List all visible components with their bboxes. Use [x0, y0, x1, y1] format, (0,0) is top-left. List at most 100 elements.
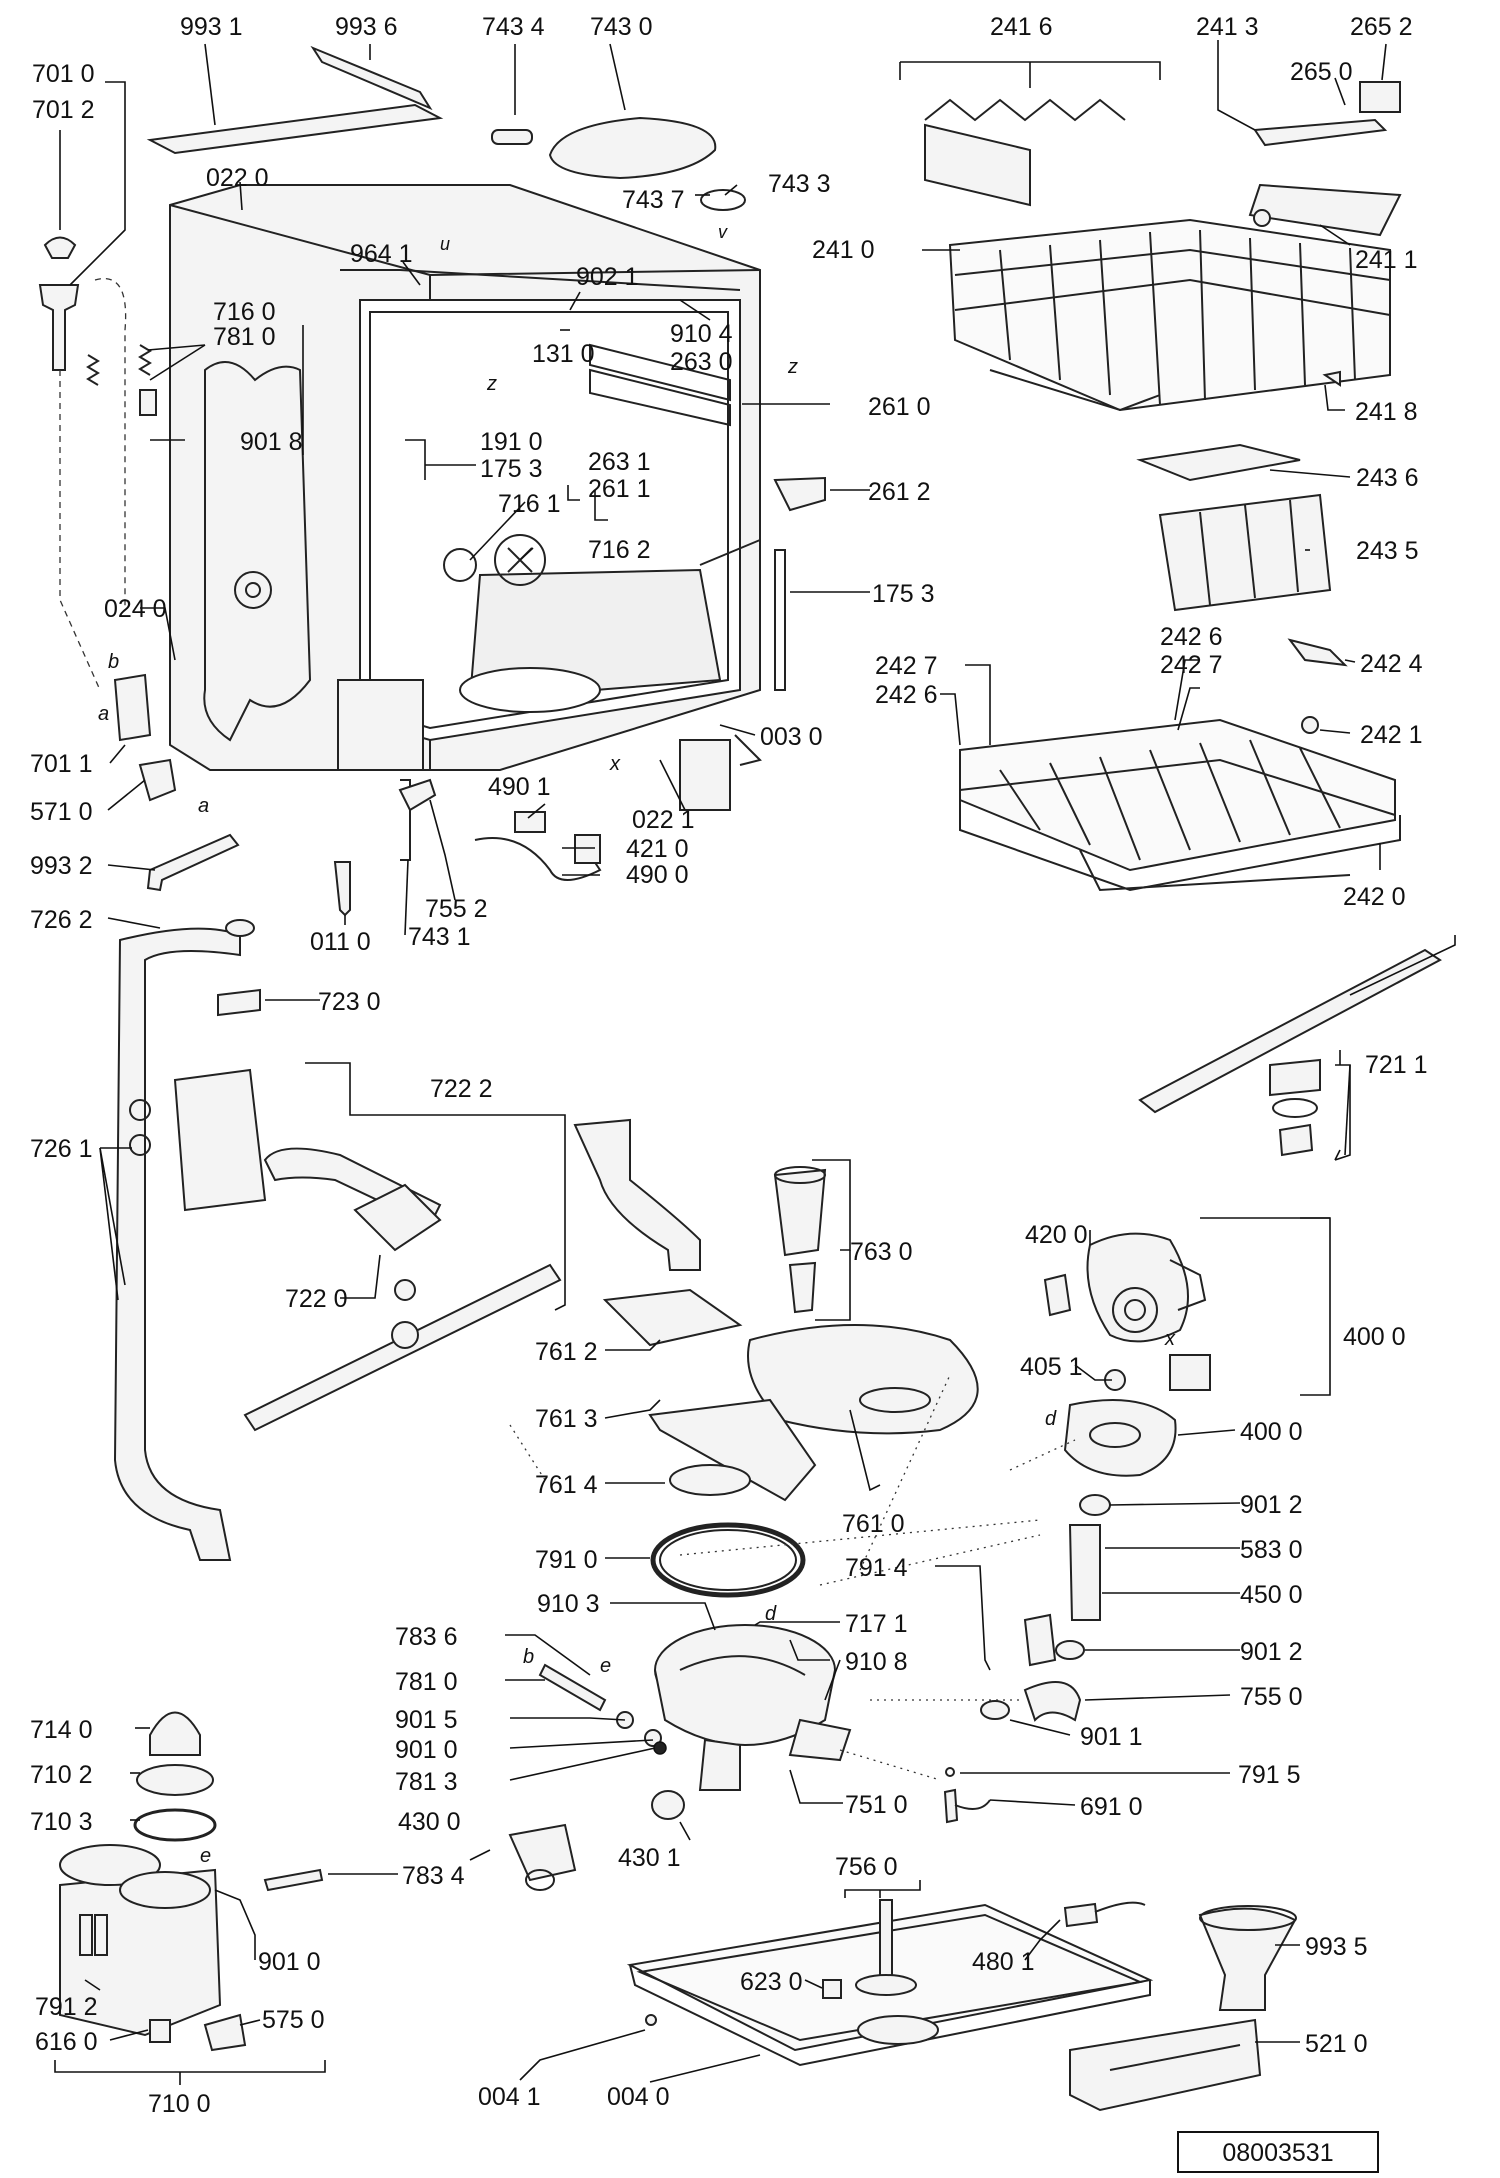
basket-hooks-part: [924, 98, 1126, 122]
lower-basket: [959, 718, 1401, 892]
label-011-0: 011 0: [310, 928, 371, 956]
label-714-0: 714 0: [30, 1716, 93, 1744]
label-791-5: 791 5: [1238, 1761, 1301, 1789]
top-cover-part: [548, 116, 717, 180]
sump: [654, 1624, 852, 1791]
label-623-0: 623 0: [740, 1968, 803, 1996]
upper-basket: [948, 218, 1391, 412]
label-993-6: 993 6: [335, 13, 398, 41]
label-781-0: 781 0: [213, 323, 276, 351]
fitting-part: [1023, 1613, 1057, 1667]
vent-part: [491, 129, 533, 145]
label-902-1: 902 1: [576, 263, 639, 291]
letter-d: d: [765, 1603, 777, 1625]
label-131-0: 131 0: [532, 340, 595, 368]
letter-v: v: [718, 222, 728, 242]
valve-part: [138, 758, 177, 802]
label-910-8: 910 8: [845, 1648, 908, 1676]
wrench-part: [146, 833, 240, 892]
label-726-1: 726 1: [30, 1135, 93, 1163]
rack-clip-part: [1287, 638, 1348, 667]
float-disc-part: [857, 2015, 939, 2045]
label-901-1: 901 1: [1080, 1723, 1143, 1751]
spring-part: [86, 354, 100, 386]
label-242-1: 242 1: [1360, 721, 1423, 749]
label-726-2: 726 2: [30, 906, 93, 934]
label-490-1: 490 1: [488, 773, 551, 801]
pin-part: [263, 1868, 324, 1892]
spray-arm-hub-part: [1269, 1058, 1321, 1097]
rack-holder-part: [1248, 183, 1402, 237]
sump-gasket-part: [650, 1522, 806, 1598]
seal-part-2: [651, 1790, 685, 1820]
label-263-0: 263 0: [670, 348, 733, 376]
label-761-2: 761 2: [535, 1338, 598, 1366]
label-420-0: 420 0: [1025, 1221, 1088, 1249]
float-part: [879, 1899, 893, 1981]
label-791-0: 791 0: [535, 1546, 598, 1574]
label-901-2b: 901 2: [1240, 1638, 1303, 1666]
label-901-8: 901 8: [240, 428, 303, 456]
connector-part: [139, 389, 157, 416]
small-strip-part: [310, 45, 433, 111]
label-263-1: 263 1: [588, 448, 651, 476]
rack-rail-part: [1253, 118, 1388, 147]
label-710-2: 710 2: [30, 1761, 93, 1789]
tub-cabinet: [169, 184, 826, 861]
clamp-part-2: [1055, 1640, 1085, 1660]
label-003-0: 003 0: [760, 723, 823, 751]
label-241-0: 241 0: [812, 236, 875, 264]
sensor-part: [943, 1788, 959, 1824]
pump-housing-part: [1063, 1399, 1177, 1477]
vent-ring-part: [700, 189, 746, 211]
wheel-part: [1253, 209, 1271, 227]
letter-e-2: e: [200, 1845, 211, 1867]
label-175-3b: 175 3: [872, 580, 935, 608]
label-701-0: 701 0: [32, 60, 95, 88]
label-430-0: 430 0: [398, 1808, 461, 1836]
label-701-1: 701 1: [30, 750, 93, 778]
label-242-6b: 242 6: [875, 681, 938, 709]
label-583-0: 583 0: [1240, 1536, 1303, 1564]
reference-letters: a a b b d d e e x x z z u v: [98, 222, 1176, 1867]
hub-part: [217, 988, 261, 1017]
label-242-0: 242 0: [1343, 883, 1406, 911]
wheel-part-2: [1301, 716, 1319, 734]
label-710-3: 710 3: [30, 1808, 93, 1836]
level-pipe-part: [538, 1663, 607, 1712]
leader-lines: [54, 40, 1456, 2085]
salt-seal-part: [133, 1808, 217, 1842]
sensor-cable-part: [954, 1799, 991, 1810]
document-number: 08003531: [1222, 2139, 1333, 2167]
label-701-2: 701 2: [32, 96, 95, 124]
connector-part-2: [1063, 1902, 1099, 1928]
label-241-6: 241 6: [990, 13, 1053, 41]
label-717-1: 717 1: [845, 1610, 908, 1638]
part-labels: 993 1 993 6 743 4 743 0 701 0 701 2 022 …: [30, 13, 1428, 2118]
label-265-2: 265 2: [1350, 13, 1413, 41]
label-901-0b: 901 0: [258, 1948, 321, 1976]
label-242-6: 242 6: [1160, 623, 1223, 651]
label-480-1: 480 1: [972, 1948, 1035, 1976]
label-004-1: 004 1: [478, 2083, 541, 2111]
label-791-2: 791 2: [35, 1993, 98, 2021]
label-004-0: 004 0: [607, 2083, 670, 2111]
foot-screw-part: [333, 861, 351, 917]
heater-pipe-part: [1068, 1524, 1101, 1621]
label-993-5: 993 5: [1305, 1933, 1368, 1961]
salt-ring-part: [136, 1764, 214, 1796]
label-242-7: 242 7: [875, 652, 938, 680]
parts-drawing: [38, 45, 1442, 2112]
cutlery-basket: [1158, 493, 1332, 612]
salt-cap-part: [149, 1711, 201, 1756]
cap-part: [43, 236, 77, 259]
label-691-0: 691 0: [1080, 1793, 1143, 1821]
label-993-2: 993 2: [30, 852, 93, 880]
label-781-3: 781 3: [395, 1768, 458, 1796]
label-022-0: 022 0: [206, 164, 269, 192]
label-175-3: 175 3: [480, 455, 543, 483]
label-723-0: 723 0: [318, 988, 381, 1016]
label-575-0: 575 0: [262, 2006, 325, 2034]
top-strip-part: [146, 103, 444, 155]
label-721-1: 721 1: [1365, 1051, 1428, 1079]
